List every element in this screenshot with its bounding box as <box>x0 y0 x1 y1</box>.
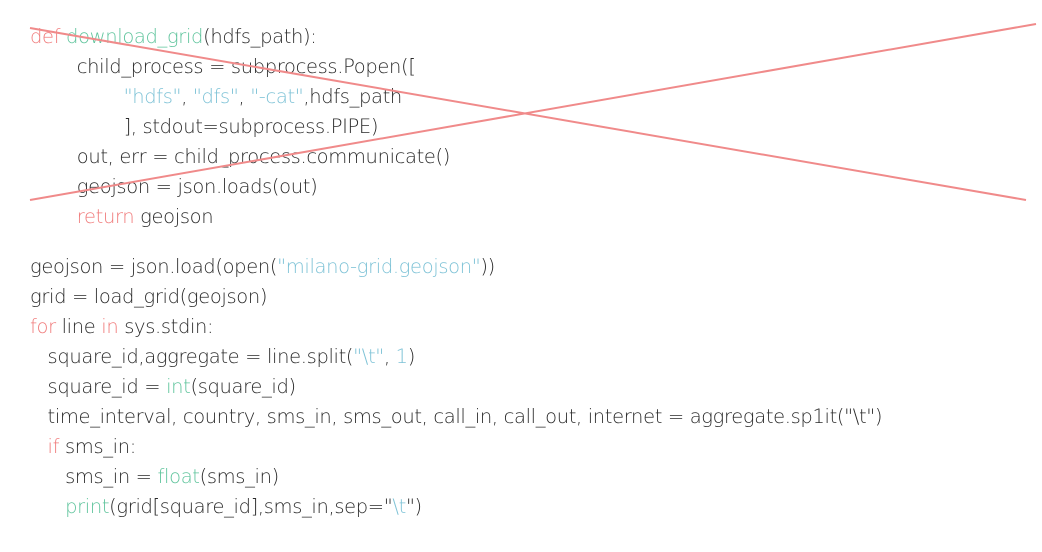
code-token-text: geojson = json.loads(out) <box>30 175 318 198</box>
code-token-text <box>30 435 48 458</box>
code-line: time_interval, country, sms_in, sms_out,… <box>30 402 883 432</box>
code-token-text: , <box>383 345 396 368</box>
code-token-string: \t <box>392 495 406 518</box>
code-line: if sms_in: <box>30 432 882 462</box>
code-token-keyword: in <box>101 315 119 338</box>
code-token-text: (hdfs_path): <box>203 25 317 48</box>
code-token-keyword: return <box>76 205 135 228</box>
code-line: sms_in = float(sms_in) <box>30 462 882 492</box>
code-token-text: )) <box>480 255 495 278</box>
code-line: out, err = child_process.communicate() <box>30 142 451 172</box>
code-line: square_id = int(square_id) <box>30 372 882 402</box>
code-token-text: ") <box>405 495 422 518</box>
code-token-text: out, err = child_process.communicate() <box>30 145 451 168</box>
code-token-text <box>30 495 65 518</box>
code-token-text: grid = load_grid(geojson) <box>30 285 268 308</box>
code-token-text: sms_in: <box>59 435 136 458</box>
code-token-text: ], stdout=subprocess.PIPE) <box>30 115 379 138</box>
code-line: grid = load_grid(geojson) <box>30 282 882 312</box>
code-line: geojson = json.load(open("milano-grid.ge… <box>30 252 882 282</box>
code-token-text: ,hdfs_path <box>303 85 402 108</box>
code-token-text: , <box>238 85 251 108</box>
code-line: child_process = subprocess.Popen([ <box>30 52 450 82</box>
code-token-text: sms_in = <box>30 465 158 488</box>
code-token-string: 1 <box>395 345 408 368</box>
code-token-function: int <box>166 375 191 398</box>
code-token-text: child_process = subprocess.Popen([ <box>30 55 416 78</box>
code-token-text <box>30 205 77 228</box>
code-token-text: , <box>181 85 193 108</box>
code-token-function: float <box>157 465 200 488</box>
code-token-keyword: for <box>30 315 56 338</box>
code-token-text: square_id = <box>30 375 167 398</box>
code-token-text: (grid[square_id],sms_in,sep=" <box>109 495 393 518</box>
code-token-text: line <box>55 315 102 338</box>
code-token-text: geojson <box>134 205 214 228</box>
code-token-keyword: if <box>47 435 60 458</box>
code-line: return geojson <box>30 202 450 232</box>
code-token-text: ) <box>407 345 416 368</box>
code-block-main-loop: geojson = json.load(open("milano-grid.ge… <box>30 252 883 522</box>
code-token-function: download_grid <box>66 25 204 48</box>
code-token-text: geojson = json.load(open( <box>30 255 278 278</box>
code-token-text: (square_id) <box>190 375 296 398</box>
code-token-text: square_id,aggregate = line.split( <box>30 345 354 368</box>
code-line: "hdfs", "dfs", "-cat",hdfs_path <box>30 82 450 112</box>
code-line: for line in sys.stdin: <box>30 312 882 342</box>
code-line: def download_grid(hdfs_path): <box>30 22 450 52</box>
code-token-keyword: def <box>30 25 67 48</box>
code-token-function: print <box>65 495 110 518</box>
code-token-text: (sms_in) <box>199 465 280 488</box>
code-token-string: "hdfs" <box>123 85 182 108</box>
code-token-text <box>30 85 124 108</box>
code-token-text: sys.stdin: <box>118 315 214 338</box>
code-line: geojson = json.loads(out) <box>30 172 450 202</box>
code-token-string: "\t" <box>353 345 384 368</box>
code-token-string: "milano-grid.geojson" <box>277 255 481 278</box>
code-line: ], stdout=subprocess.PIPE) <box>30 112 450 142</box>
code-line: print(grid[square_id],sms_in,sep="\t") <box>30 492 882 522</box>
code-token-text: time_interval, country, sms_in, sms_out,… <box>30 405 883 428</box>
code-token-string: "dfs" <box>192 85 239 108</box>
code-token-string: "-cat" <box>250 85 304 108</box>
code-block-download-grid: def download_grid(hdfs_path): child_proc… <box>30 22 450 232</box>
code-line: square_id,aggregate = line.split("\t", 1… <box>30 342 882 372</box>
